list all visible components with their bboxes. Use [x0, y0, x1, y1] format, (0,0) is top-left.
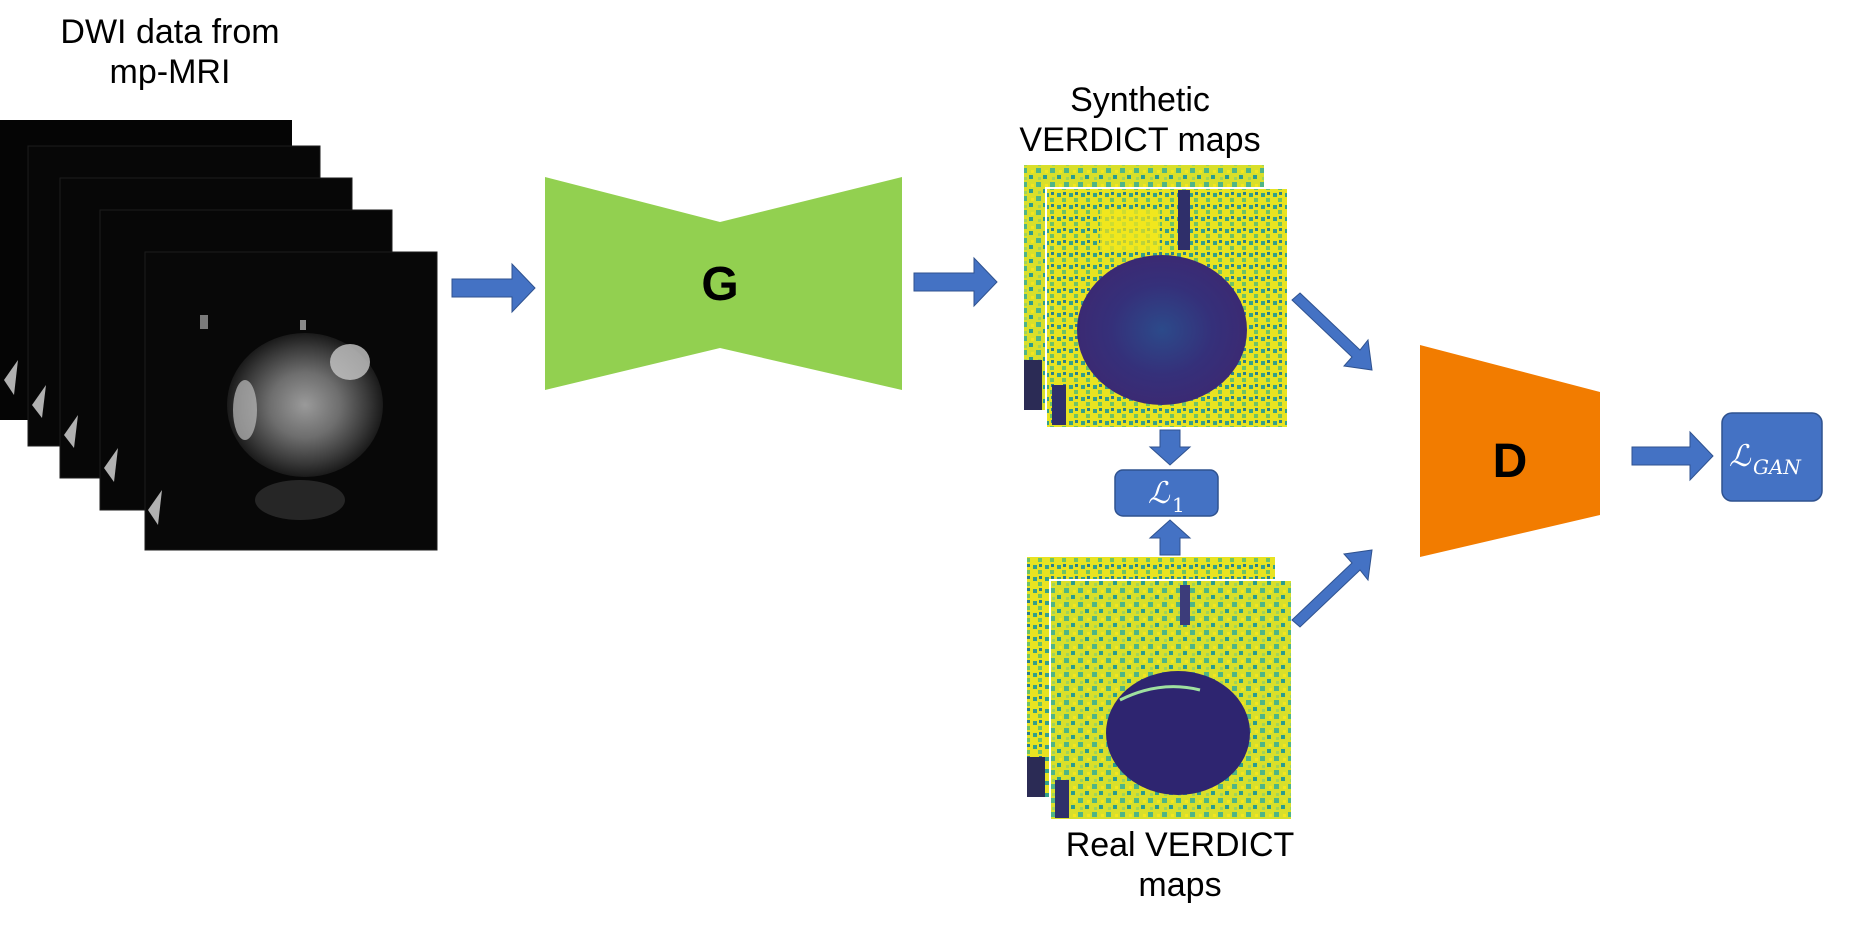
discriminator-label: D [1493, 435, 1528, 488]
arrow-generator-to-synthetic [913, 256, 998, 308]
synthetic-maps-label-line1: Synthetic [1070, 81, 1210, 119]
real-maps-label: Real VERDICT maps [1030, 825, 1330, 905]
real-maps-label-line2: maps [1138, 866, 1222, 904]
gan-loss-symbol: ℒ [1729, 439, 1752, 474]
dwi-image-stack [0, 120, 438, 551]
dwi-input-label-line2: mp-MRI [109, 53, 231, 91]
arrow-discriminator-to-gan-loss [1631, 430, 1714, 482]
arrow-real-to-discriminator [1291, 549, 1373, 628]
l1-loss-subscript: 1 [1172, 493, 1185, 517]
arrow-synthetic-to-discriminator [1291, 292, 1373, 371]
discriminator-network [1420, 345, 1600, 557]
l1-loss-symbol: ℒ [1148, 476, 1171, 511]
generator-network [545, 177, 902, 390]
synthetic-maps-label-line2: VERDICT maps [1019, 121, 1261, 159]
generator-decoder [720, 177, 902, 390]
arrow-synthetic-to-l1 [1148, 429, 1192, 466]
synthetic-prostate [1077, 255, 1247, 405]
l1-loss-box: ℒ 1 [1114, 469, 1219, 517]
real-maps-label-line1: Real VERDICT [1065, 826, 1295, 864]
gan-loss-subscript: GAN [1753, 455, 1802, 479]
real-verdict-maps [1027, 557, 1293, 821]
synthetic-maps-label: Synthetic VERDICT maps [990, 80, 1290, 160]
real-prostate [1106, 671, 1250, 795]
dwi-input-label-line1: DWI data from [60, 13, 280, 51]
generator-encoder [545, 177, 720, 390]
dwi-input-label: DWI data from mp-MRI [20, 12, 320, 92]
arrow-dwi-to-generator [451, 262, 536, 314]
synthetic-verdict-maps [1024, 165, 1289, 429]
generator-label: G [701, 258, 738, 311]
arrow-real-to-l1 [1148, 519, 1192, 556]
gan-loss-box: ℒ GAN [1721, 412, 1823, 502]
